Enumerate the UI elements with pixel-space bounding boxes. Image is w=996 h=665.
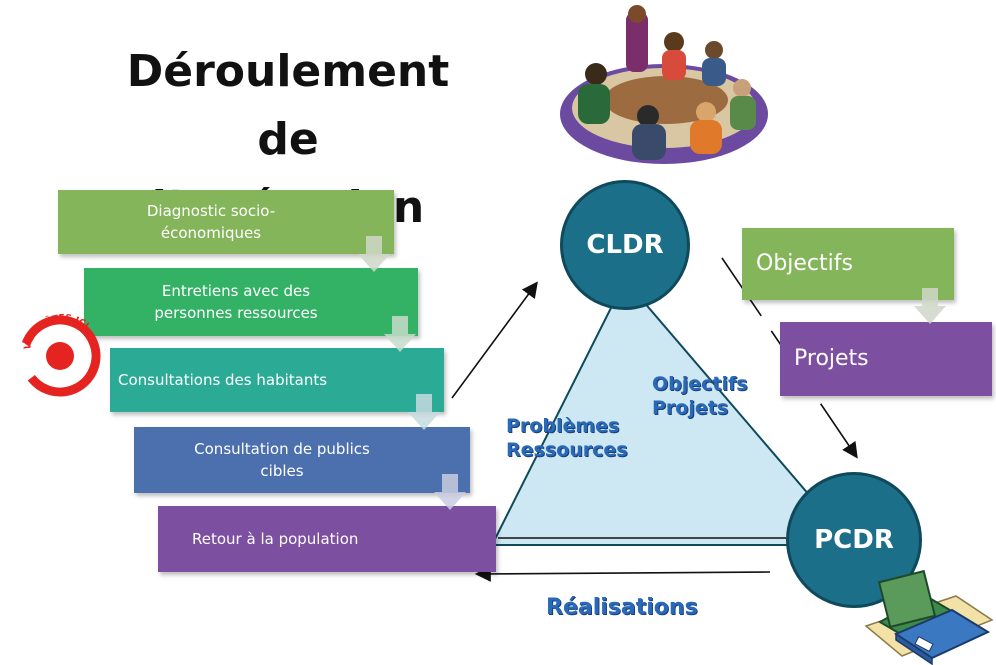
title-line-1: Déroulement (126, 46, 450, 97)
edge-label-objectifs-projets: Objectifs Projets (652, 372, 748, 420)
binders-illustration-icon (864, 569, 994, 665)
meeting-illustration-icon (560, 5, 768, 164)
step-5-line-1: Retour à la population (192, 530, 359, 548)
step-diagnostic: Diagnostic socio-économiques (58, 190, 394, 254)
objectifs-label: Objectifs (756, 251, 853, 276)
step-arrow-down-icon (384, 316, 416, 352)
projets-label: Projets (794, 346, 869, 371)
pcdr-label: PCDR (814, 525, 894, 555)
edge-label-realisations: Réalisations (546, 595, 698, 620)
you-are-here-badge-icon: VOUS ÊTES ICI (19, 313, 101, 397)
objectifs-arrow-down-icon (914, 288, 946, 324)
step-consultations-habitants: Consultations des habitants (110, 348, 444, 412)
step-consultation-publics: Consultation de publics cibles (134, 427, 470, 493)
step-1-line-1: Diagnostic socio- (146, 202, 276, 220)
step-1-line-2: économiques (160, 224, 262, 242)
step-4-line-2: cibles (260, 462, 304, 480)
cldr-node: CLDR (560, 180, 690, 310)
edge-label-problemes: Problèmes (506, 415, 620, 437)
objectifs-box: Objectifs (742, 228, 954, 300)
step-4-line-1: Consultation de publics (194, 440, 370, 458)
edge-label-problemes-ressources: Problèmes Ressources (506, 414, 628, 462)
edge-label-objectifs: Objectifs (652, 373, 748, 395)
cldr-label: CLDR (586, 230, 664, 260)
arrow-to-cldr (451, 281, 538, 399)
step-entretiens: Entretiens avec des personnes ressources (84, 268, 418, 336)
step-2-line-2: personnes ressources (154, 304, 318, 322)
step-retour-population: Retour à la population (158, 506, 496, 572)
cldr-pcdr-triangle (490, 278, 855, 546)
edge-label-projets: Projets (652, 397, 729, 419)
step-2-line-1: Entretiens avec des (161, 282, 311, 300)
step-arrow-down-icon (358, 236, 390, 272)
arrow-realisations (474, 565, 771, 582)
step-arrow-down-icon (408, 394, 440, 430)
pcdr-node: PCDR (786, 472, 922, 608)
step-3-line-1: Consultations des habitants (118, 371, 328, 389)
projets-box: Projets (780, 322, 992, 396)
edge-label-ressources: Ressources (506, 439, 628, 461)
step-arrow-down-icon (434, 474, 466, 510)
